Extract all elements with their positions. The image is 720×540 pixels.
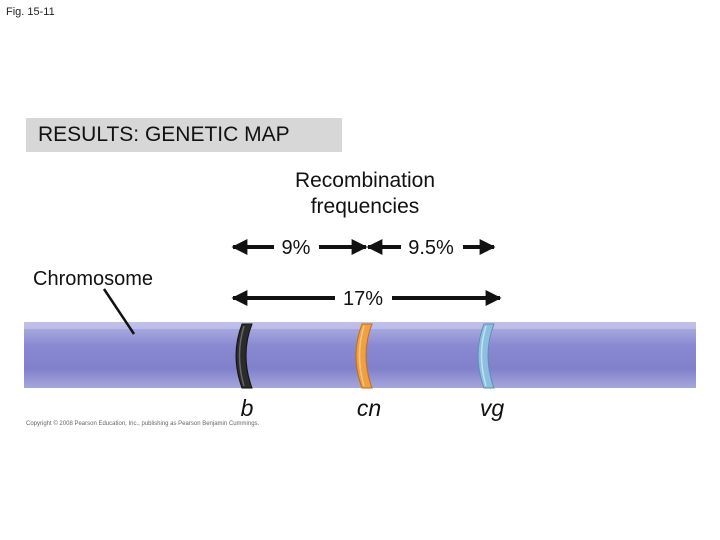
- results-banner: RESULTS: GENETIC MAP: [26, 118, 342, 152]
- freq-b-vg: 17%: [343, 288, 383, 310]
- figure-label: Fig. 15-11: [6, 6, 55, 18]
- gene-label-vg: vg: [480, 395, 505, 421]
- locus-cn: [355, 323, 373, 389]
- freq-cn-vg: 9.5%: [408, 237, 454, 259]
- copyright-notice: Copyright © 2008 Pearson Education, Inc.…: [26, 421, 260, 427]
- chromosome-pointer: [102, 288, 136, 335]
- locus-b: [235, 323, 253, 389]
- recombination-title: Recombination frequencies: [255, 168, 475, 220]
- recombination-title-line1: Recombination: [294, 169, 436, 192]
- gene-label-cn: cn: [357, 395, 381, 421]
- recombination-title-line2: frequencies: [310, 195, 420, 218]
- locus-vg: [477, 323, 495, 389]
- gene-label-b: b: [241, 395, 254, 421]
- chromosome-label: Chromosome: [33, 268, 154, 290]
- freq-b-cn: 9%: [282, 237, 311, 259]
